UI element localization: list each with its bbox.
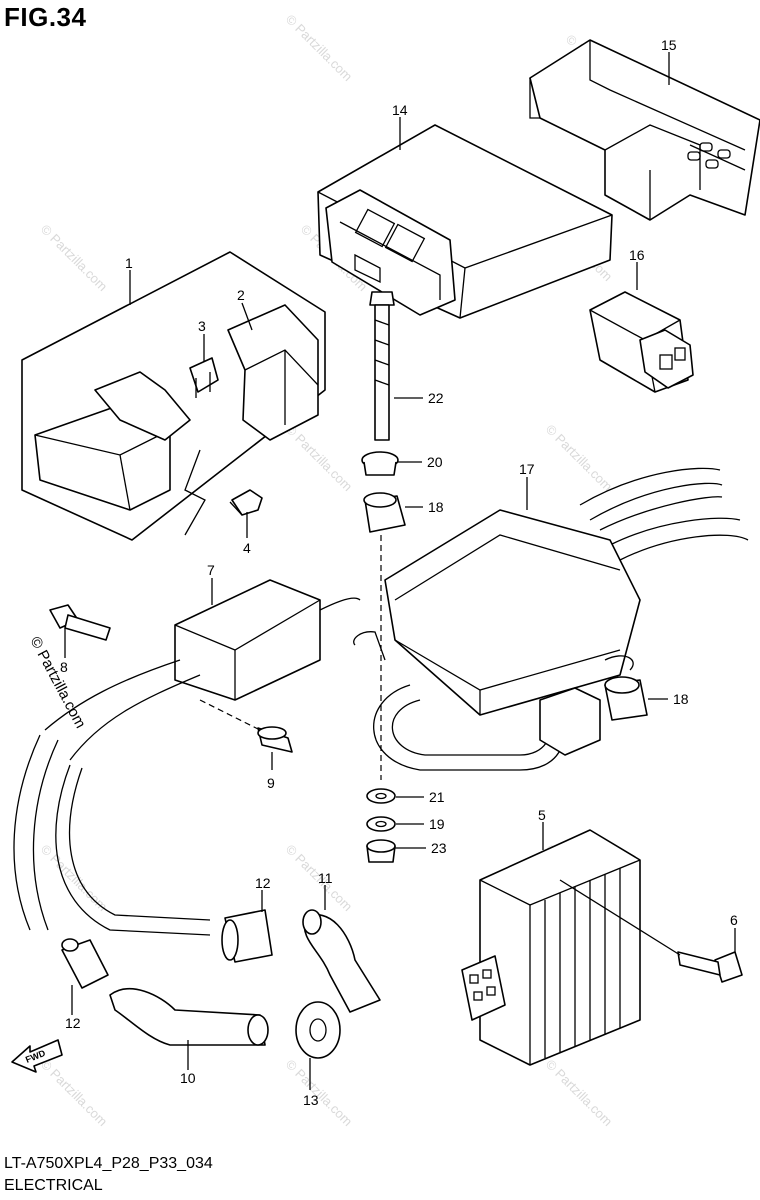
- callout-4: 4: [243, 540, 251, 556]
- part-7-ignition-coil[interactable]: [44, 579, 361, 761]
- part-18-grommet[interactable]: [363, 492, 406, 533]
- watermark: © Partzilla.com: [38, 222, 111, 295]
- callout-3: 3: [198, 318, 206, 334]
- callout-10: 10: [180, 1070, 196, 1086]
- watermark: © Partzilla.com: [543, 422, 616, 495]
- callout-23: 23: [431, 840, 447, 856]
- callout-1: 1: [125, 255, 133, 271]
- part-19-washer[interactable]: [366, 816, 396, 832]
- figure-title: FIG.34: [4, 2, 87, 32]
- watermark: © Partzilla.com: [38, 842, 111, 915]
- callout-22: 22: [428, 390, 444, 406]
- watermark: © Partzilla.com: [283, 12, 356, 85]
- callout-13: 13: [303, 1092, 319, 1108]
- callout-6: 6: [730, 912, 738, 928]
- part-8-bolt[interactable]: [49, 604, 111, 641]
- section-label: ELECTRICAL: [4, 1177, 103, 1194]
- diagram-code: LT-A750XPL4_P28_P33_034: [4, 1155, 213, 1172]
- watermark: © Partzilla.com: [543, 1057, 616, 1130]
- part-16-relay[interactable]: [589, 291, 694, 393]
- part-15-cover[interactable]: [529, 39, 760, 221]
- callout-17: 17: [519, 461, 535, 477]
- part-2-relay-cover[interactable]: [227, 304, 319, 441]
- callout-8: 8: [60, 659, 68, 675]
- callout-9: 9: [267, 775, 275, 791]
- callout-15: 15: [661, 37, 677, 53]
- callout-14: 14: [392, 102, 408, 118]
- watermark: © Partzilla.com: [283, 1057, 356, 1130]
- part-12-plug-cap[interactable]: [221, 909, 273, 963]
- part-3-fuse[interactable]: [189, 357, 219, 398]
- part-6-bolt[interactable]: [559, 879, 743, 983]
- callout-16: 16: [629, 247, 645, 263]
- watermark: © Partzilla.com: [283, 422, 356, 495]
- callout-5: 5: [538, 807, 546, 823]
- part-4-bolt[interactable]: [229, 489, 263, 516]
- callout-19: 19: [429, 816, 445, 832]
- callout-11: 11: [318, 870, 333, 886]
- part-11-plug-cap[interactable]: [302, 909, 381, 1013]
- part-21-washer[interactable]: [366, 788, 396, 804]
- part-14-ecm[interactable]: [317, 124, 613, 319]
- part-12-plug-cap[interactable]: [61, 938, 109, 989]
- callout-20: 20: [427, 454, 443, 470]
- fwd-arrow-icon: FWD: [11, 1039, 63, 1073]
- callout-21: 21: [429, 789, 445, 805]
- watermark: © Partzilla.com: [38, 1057, 111, 1130]
- callout-12: 12: [255, 875, 271, 891]
- part-22-bolt[interactable]: [369, 291, 395, 441]
- part-23-nut[interactable]: [366, 839, 396, 863]
- ht-leads: [13, 734, 211, 936]
- part-10-plug-cap[interactable]: [109, 988, 269, 1046]
- callout-layer: 1 2 3 4 5 6 7 8 9 10 11 12 12 13 14 15 1…: [60, 37, 738, 1108]
- callout-18-right: 18: [673, 691, 689, 707]
- part-9-collar[interactable]: [199, 699, 293, 753]
- callout-18: 18: [428, 499, 444, 515]
- part-20-collar[interactable]: [361, 451, 399, 476]
- callout-2: 2: [237, 287, 245, 303]
- watermark-side: © Partzilla.com: [26, 634, 88, 731]
- part-17-controller[interactable]: [353, 467, 749, 771]
- part-18-grommet[interactable]: [604, 676, 648, 721]
- callout-7: 7: [207, 562, 215, 578]
- part-13-washer[interactable]: [295, 1001, 341, 1059]
- callout-12-lower: 12: [65, 1015, 81, 1031]
- part-5-regulator-rectifier[interactable]: [461, 829, 641, 1066]
